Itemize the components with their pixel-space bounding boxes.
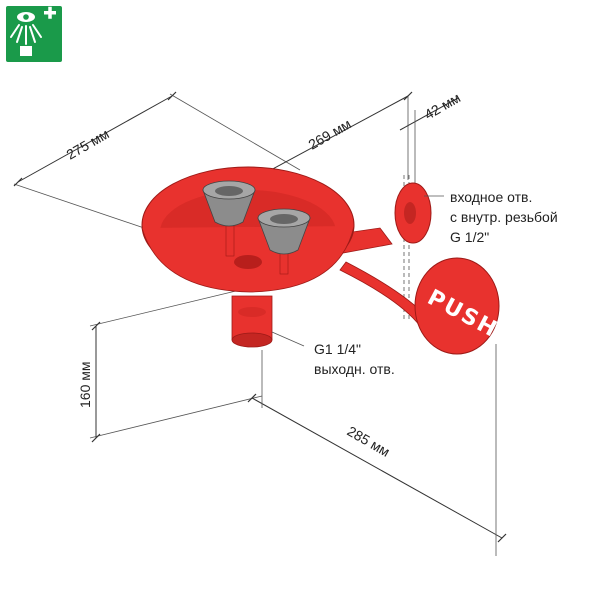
outlet-note-line2: выходн. отв. xyxy=(314,361,395,377)
push-plate: PUSH xyxy=(414,257,502,355)
inlet-note-line3: G 1/2" xyxy=(450,229,489,245)
spray-nozzle-right xyxy=(257,208,311,255)
spray-nozzle-left xyxy=(202,180,256,227)
outlet-pipe xyxy=(231,332,273,348)
dimension-269-label: 269 мм xyxy=(306,115,354,152)
inlet-note-line1: входное отв. xyxy=(450,189,532,205)
dimension-42-label: 42 мм xyxy=(422,89,464,122)
eyewash-unit: PUSH xyxy=(141,166,502,355)
inlet-note-line2: с внутр. резьбой xyxy=(450,209,558,225)
outlet-note-line1: G1 1/4" xyxy=(314,341,361,357)
dimension-lines xyxy=(13,91,507,556)
dimension-160-label: 160 мм xyxy=(77,362,93,409)
eyewash-safety-sign-icon xyxy=(6,6,62,62)
dimension-275-label: 275 мм xyxy=(64,125,112,162)
